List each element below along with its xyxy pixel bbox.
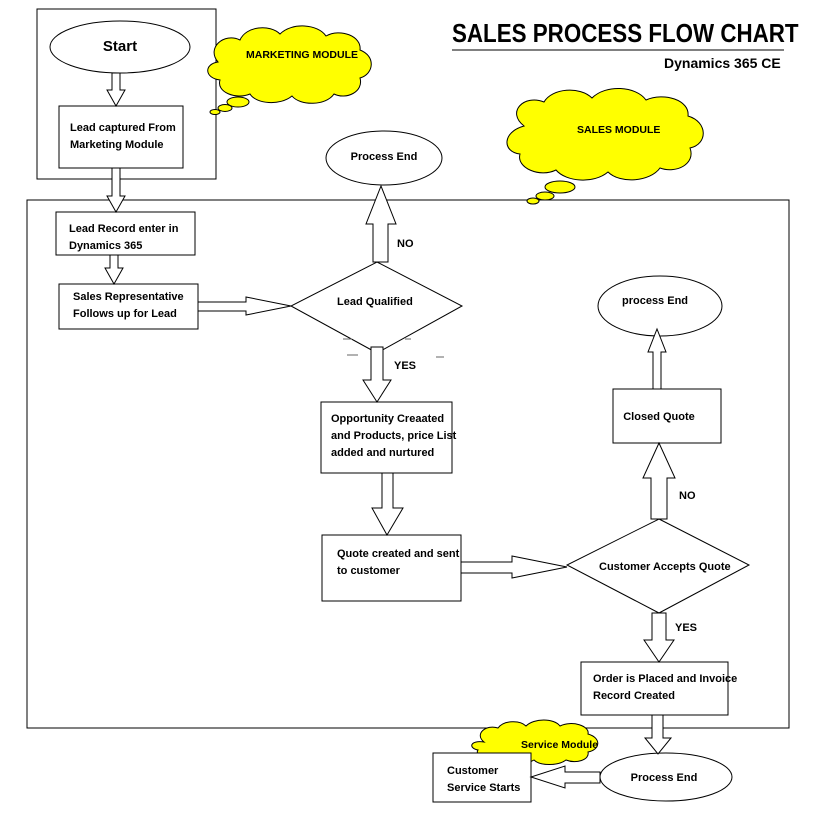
lead-yes-label: YES: [394, 360, 417, 372]
quote-created-label: Quote created and sent to customer: [337, 548, 460, 577]
customer-service-label: Customer Service Starts: [447, 765, 521, 794]
sales-cloud-shape: [506, 87, 704, 205]
process-end-right-label: process End: [621, 295, 689, 307]
flow-arrows: [104, 72, 676, 789]
page-title: SALES PROCESS FLOW CHART: [452, 18, 799, 48]
quote-yes-label: YES: [675, 622, 698, 634]
lead-record-box: [55, 211, 196, 256]
customer-service-box: [432, 752, 532, 803]
quote-no-label: NO: [679, 490, 696, 502]
page-subtitle: Dynamics 365 CE: [664, 55, 781, 71]
sales-module-callout: SALES MODULE: [577, 124, 661, 136]
order-placed-box: [580, 661, 729, 716]
residual-marks: [343, 338, 444, 358]
sales-rep-box: [58, 283, 199, 330]
marketing-cloud-shape: [207, 25, 372, 115]
quote-created-box: [321, 534, 462, 602]
closed-quote-label: Closed Quote: [623, 411, 695, 423]
start-label: Start: [102, 38, 138, 55]
sales-module-frame: [26, 199, 790, 729]
process-end-top-terminal: [325, 130, 443, 186]
lead-captured-label: Lead captured From Marketing Module: [70, 122, 176, 151]
opportunity-label: Opportunity Creaated and Products, price…: [331, 413, 457, 459]
lead-record-label: Lead Record enter in Dynamics 365: [69, 223, 179, 252]
marketing-module-callout: MARKETING MODULE: [246, 49, 358, 61]
lead-qualified-label: Lead Qualified: [337, 296, 413, 308]
order-placed-label: Order is Placed and Invoice Record Creat…: [593, 673, 738, 702]
opportunity-box: [320, 401, 453, 474]
marketing-module-frame: [36, 8, 217, 180]
process-end-bottom-label: Process End: [630, 772, 698, 784]
process-end-top-label: Process End: [350, 151, 418, 163]
closed-quote-box: [612, 388, 722, 444]
lead-no-label: NO: [397, 238, 414, 250]
service-module-callout: Service Module: [521, 739, 599, 751]
sales-rep-label: Sales Representative Follows up for Lead: [73, 291, 184, 320]
lead-captured-box: [58, 105, 184, 169]
customer-accepts-label: Customer Accepts Quote: [599, 561, 731, 573]
